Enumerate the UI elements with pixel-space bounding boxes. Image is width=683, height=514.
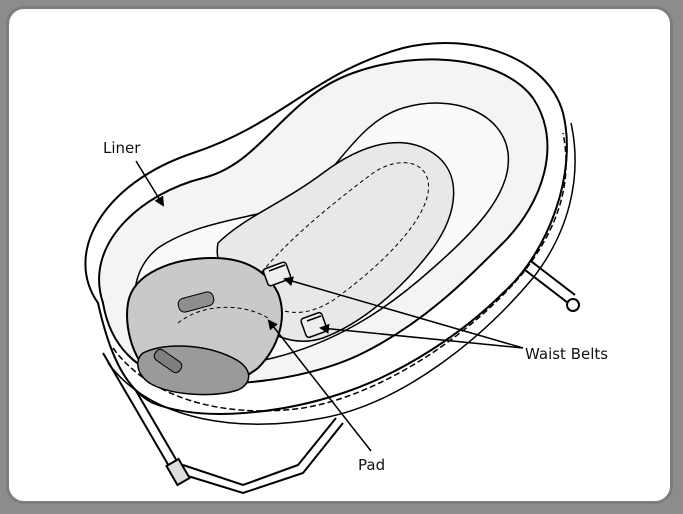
illustration-panel: Liner Waist Belts Pad xyxy=(6,6,673,504)
liner-label: Liner xyxy=(103,139,141,157)
bassinet-illustration: Liner Waist Belts Pad xyxy=(9,9,673,504)
pad-label: Pad xyxy=(358,456,385,474)
waist-belts-label: Waist Belts xyxy=(525,345,608,363)
